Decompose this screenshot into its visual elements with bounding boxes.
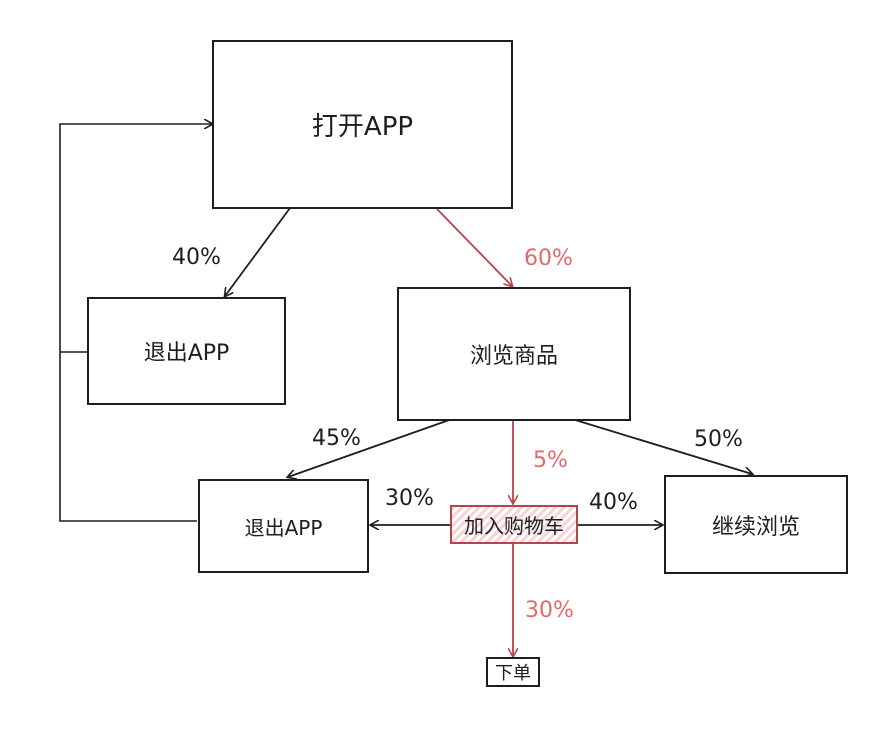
node-order-label: 下单	[495, 663, 531, 684]
node-continue-browse: 继续浏览	[664, 475, 848, 574]
label-open-to-exit: 40%	[172, 245, 221, 270]
node-add-cart: 加入购物车	[450, 505, 578, 544]
node-exit-app-2: 退出APP	[198, 479, 369, 573]
edge-loop-exit-to-open	[59, 124, 212, 522]
label-browse-to-exit: 45%	[312, 426, 361, 451]
label-browse-to-continue: 50%	[694, 427, 743, 452]
label-cart-to-continue: 40%	[589, 490, 638, 515]
node-browse-label: 浏览商品	[469, 344, 558, 369]
edge-browse-to-continue	[571, 418, 752, 474]
edge-open-to-browse	[436, 208, 512, 286]
edge-open-to-exit	[225, 207, 291, 296]
edge-browse-to-exit	[288, 418, 453, 477]
node-exit-app-1-label: 退出APP	[143, 341, 230, 366]
node-open-app-label: 打开APP	[311, 112, 414, 142]
label-open-to-browse: 60%	[524, 246, 573, 271]
node-order: 下单	[486, 657, 540, 687]
node-exit-app-1: 退出APP	[87, 297, 286, 405]
node-continue-browse-label: 继续浏览	[711, 514, 800, 540]
node-browse: 浏览商品	[397, 287, 631, 421]
node-exit-app-2-label: 退出APP	[244, 515, 323, 540]
label-browse-to-cart: 5%	[533, 448, 568, 473]
label-cart-to-exit: 30%	[385, 486, 434, 511]
node-add-cart-label: 加入购物车	[464, 514, 564, 538]
node-open-app: 打开APP	[212, 40, 513, 209]
label-cart-to-order: 30%	[525, 598, 574, 623]
